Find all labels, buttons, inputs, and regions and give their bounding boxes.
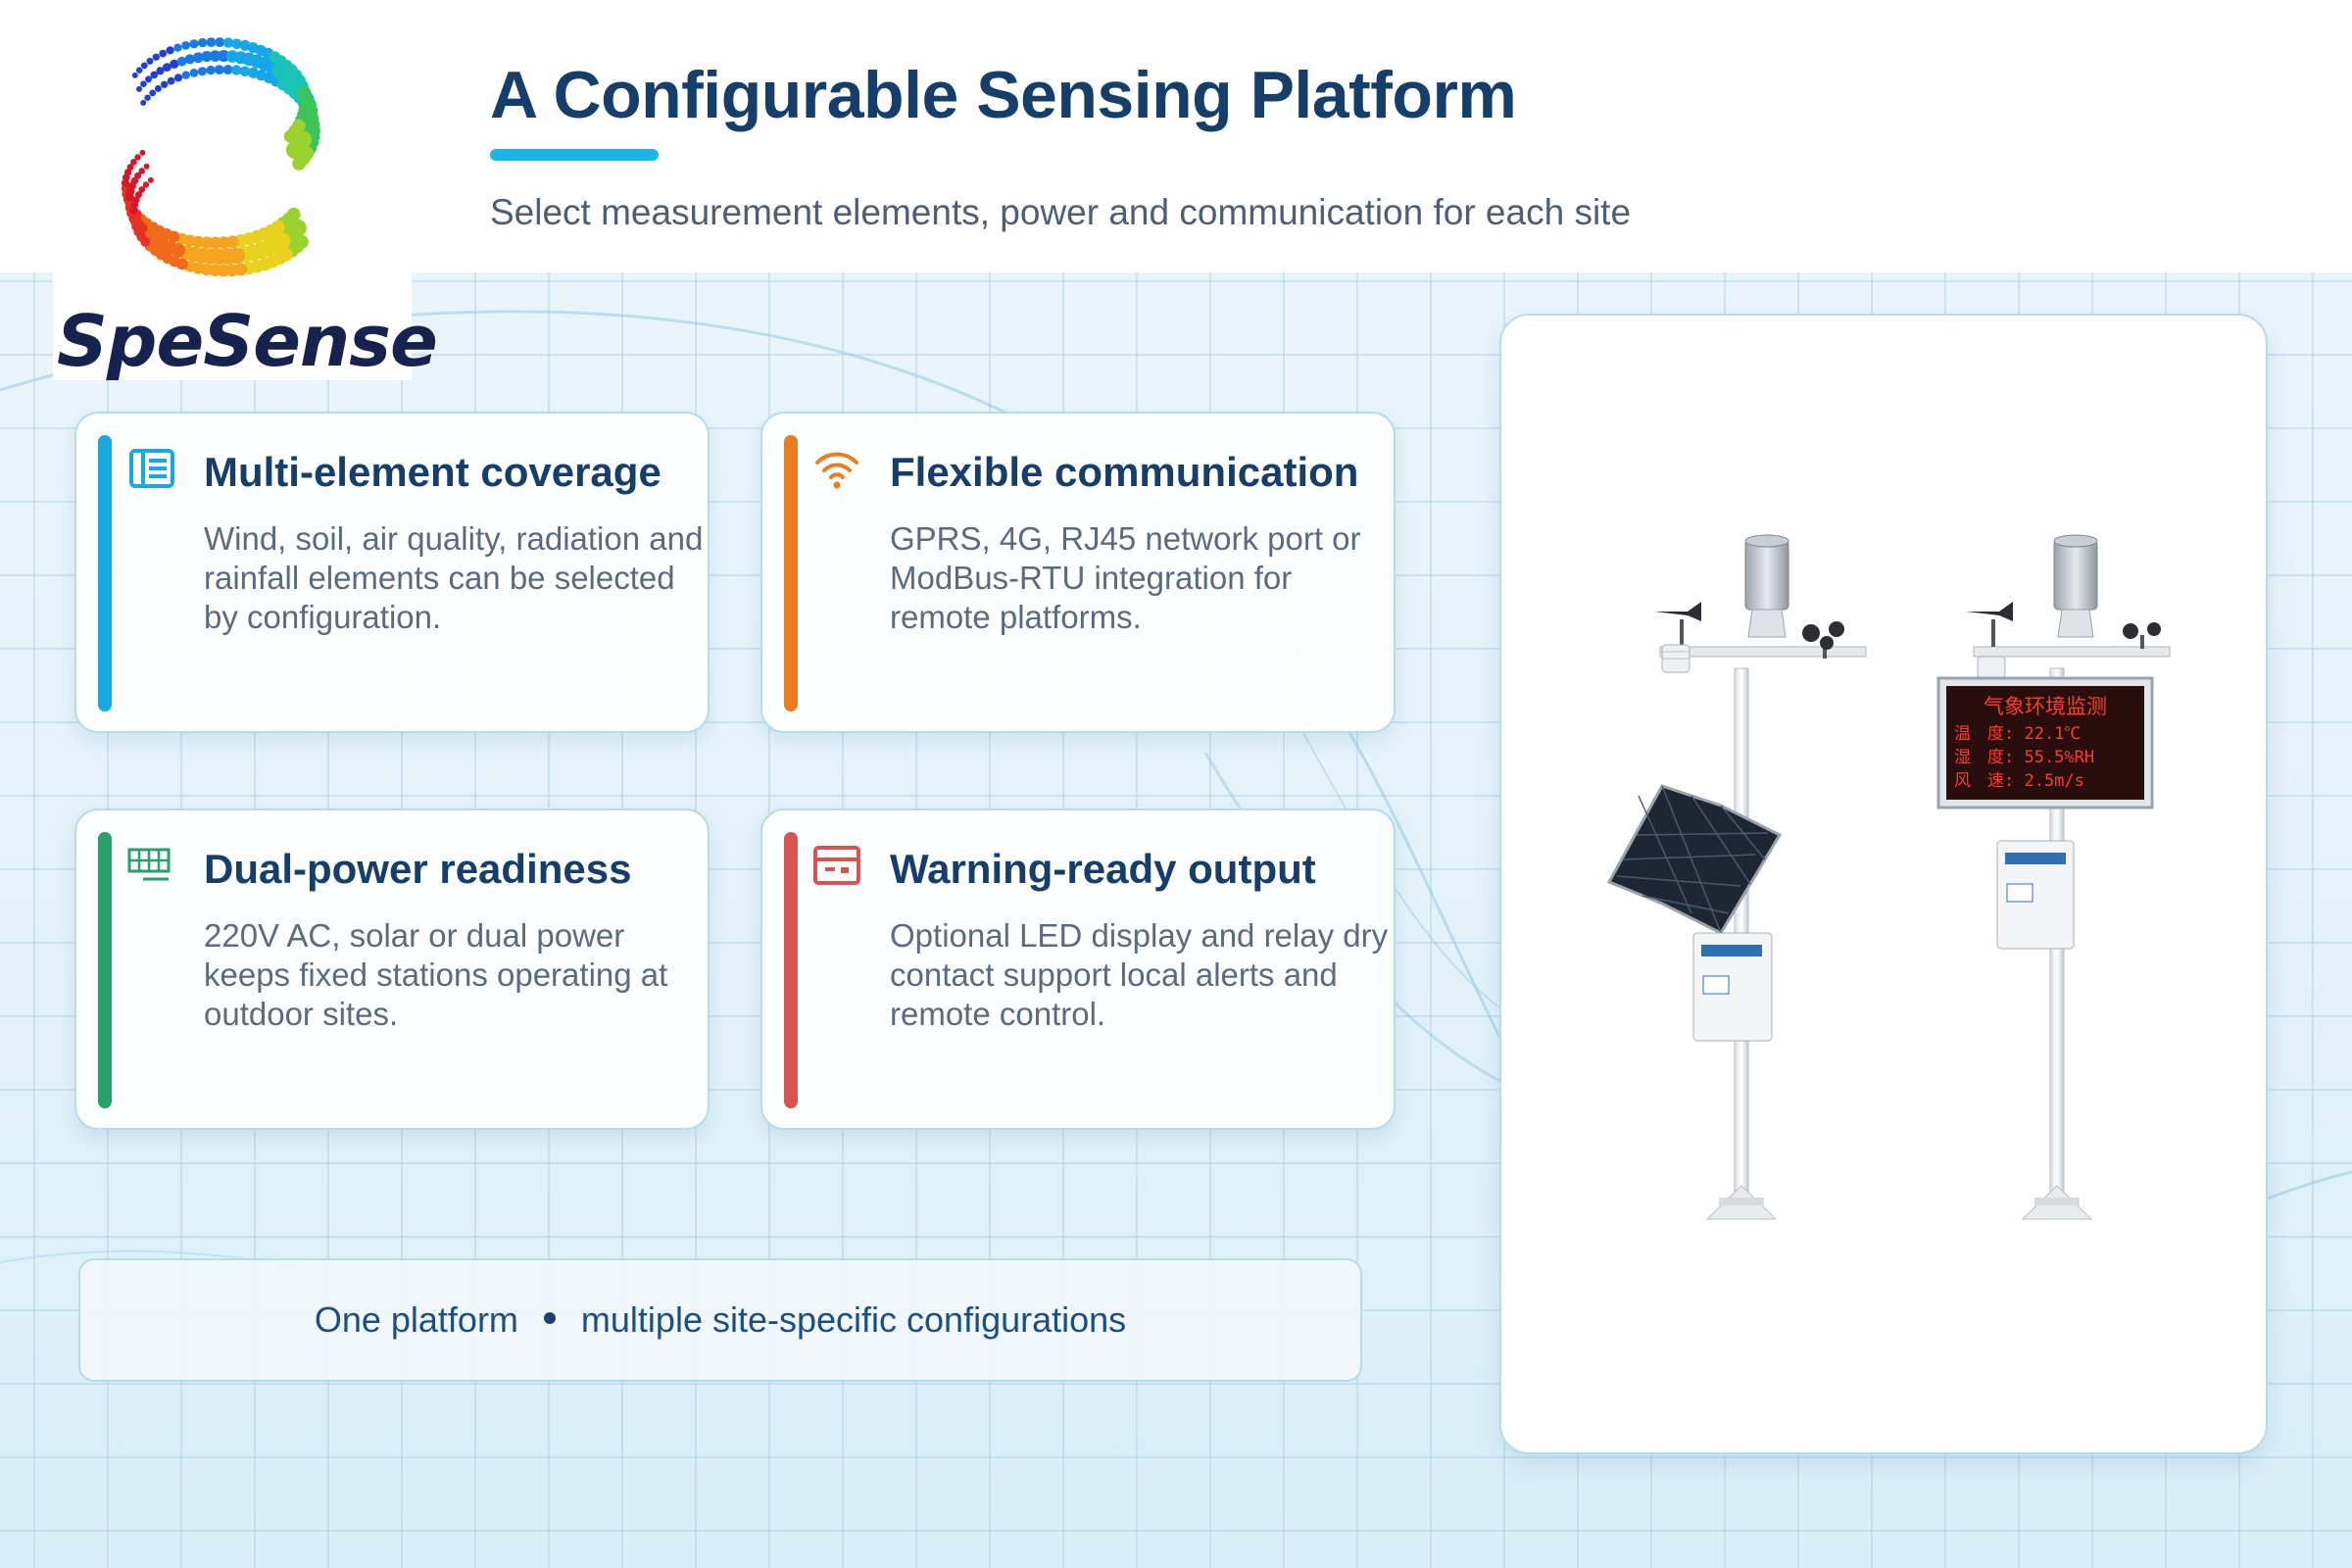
logo-dot xyxy=(132,196,140,204)
logo-dot xyxy=(143,163,150,170)
logo-dot xyxy=(173,43,182,52)
logo-dot xyxy=(217,264,230,277)
logo-dot xyxy=(145,75,152,83)
card-title: Dual-power readiness xyxy=(204,846,632,892)
card-accent-bar xyxy=(784,832,798,1108)
logo-dot xyxy=(173,74,183,82)
logo-dot xyxy=(239,66,251,77)
alarm-display-icon xyxy=(811,840,862,891)
list-icon xyxy=(125,443,176,494)
logo-dot xyxy=(161,80,169,88)
page-subtitle: Select measurement elements, power and c… xyxy=(490,192,1632,232)
led-line: 气象环境监测 xyxy=(1984,695,2107,718)
brand-logo: SpeSense xyxy=(53,33,438,382)
spesense-s-mark-icon xyxy=(121,37,320,277)
logo-dot xyxy=(138,168,145,174)
logo-dot xyxy=(198,37,208,48)
card-description: Wind, soil, air quality, radiation and r… xyxy=(204,520,704,635)
logo-dot xyxy=(285,141,304,159)
platform-summary-banner: One platform multiple site-specific conf… xyxy=(78,1258,1362,1382)
logo-dot xyxy=(166,46,174,55)
logo-dot xyxy=(149,89,157,97)
logo-dot xyxy=(231,65,242,75)
logo-dot xyxy=(154,84,162,92)
logo-dot xyxy=(283,129,298,143)
logo-dot xyxy=(144,94,151,101)
weather-station-illustration: 气象环境监测 温 度: 22.1℃ 湿 度: 55.5%RH 风 速: 2.5m… xyxy=(1593,521,2178,1247)
card-description: Optional LED display and relay dry conta… xyxy=(890,917,1389,1032)
logo-dot xyxy=(134,154,141,161)
card-title: Multi-element coverage xyxy=(204,449,662,495)
led-line: 湿 度: 55.5%RH xyxy=(1954,748,2094,767)
brand-wordmark: SpeSense xyxy=(57,300,438,382)
logo-dot xyxy=(197,67,207,76)
logo-dot xyxy=(147,176,154,183)
logo-dot xyxy=(176,56,187,67)
logo-dot xyxy=(206,37,217,47)
feature-card-communication: Flexible communication GPRS, 4G, RJ45 ne… xyxy=(760,412,1396,733)
logo-dot xyxy=(181,71,190,79)
solar-panel-icon xyxy=(125,840,176,891)
logo-dot xyxy=(123,169,132,176)
card-description: GPRS, 4G, RJ45 network port or ModBus-RT… xyxy=(890,520,1361,635)
logo-dot xyxy=(140,99,147,106)
logo-dot xyxy=(215,37,225,48)
led-line: 温 度: 22.1℃ xyxy=(1954,724,2081,744)
logo-dot xyxy=(167,76,175,85)
logo-dot xyxy=(138,186,146,193)
card-accent-bar xyxy=(784,435,798,711)
card-accent-bar xyxy=(98,435,112,711)
logo-dot xyxy=(209,236,222,250)
logo-dot xyxy=(150,71,158,79)
logo-dot xyxy=(156,67,165,75)
logo-dot xyxy=(209,50,221,62)
card-title: Warning-ready output xyxy=(890,846,1316,892)
logo-dot xyxy=(189,39,199,49)
logo-dot xyxy=(142,181,150,188)
logo-dot xyxy=(140,62,148,70)
bullet-separator-icon xyxy=(543,1312,556,1324)
logo-dot xyxy=(222,37,234,48)
feature-card-coverage: Multi-element coverage Wind, soil, air q… xyxy=(74,412,710,733)
logo-dot xyxy=(136,85,142,92)
logo-dot xyxy=(130,159,137,166)
logo-dot xyxy=(222,65,233,75)
card-description: 220V AC, solar or dual power keeps fixed… xyxy=(204,917,668,1032)
logo-dot xyxy=(292,157,306,171)
page-title: A Configurable Sensing Platform xyxy=(490,58,1517,132)
logo-dot xyxy=(126,164,134,172)
logo-dot xyxy=(134,172,142,179)
logo-dot xyxy=(159,49,168,58)
summary-left-text: One platform xyxy=(314,1299,518,1340)
logo-dot xyxy=(152,53,160,61)
logo-dot xyxy=(184,54,195,65)
card-title: Flexible communication xyxy=(890,449,1359,495)
logo-dot xyxy=(130,176,139,185)
logo-dot xyxy=(214,65,224,74)
logo-dot xyxy=(135,191,142,199)
feature-card-warning: Warning-ready output Optional LED displa… xyxy=(760,808,1396,1130)
logo-dot xyxy=(140,80,147,87)
logo-dot xyxy=(201,51,213,63)
solar-station xyxy=(1606,534,1867,1220)
wifi-icon xyxy=(811,443,862,494)
card-accent-bar xyxy=(98,832,112,1108)
logo-dot xyxy=(206,65,216,75)
led-display-station: 气象环境监测 温 度: 22.1℃ 湿 度: 55.5%RH 风 速: 2.5m… xyxy=(1936,534,2171,1220)
logo-dot xyxy=(170,59,179,69)
logo-dot xyxy=(189,69,199,77)
logo-dot xyxy=(146,57,154,65)
summary-right-text: multiple site-specific configurations xyxy=(580,1299,1127,1340)
led-line: 风 速: 2.5m/s xyxy=(1954,771,2084,791)
logo-dot xyxy=(231,38,242,50)
logo-dot xyxy=(139,149,146,156)
logo-dot xyxy=(181,41,191,50)
logo-dot xyxy=(163,63,172,72)
title-underline xyxy=(490,149,659,161)
feature-card-power: Dual-power readiness 220V AC, solar or d… xyxy=(74,808,710,1130)
logo-dot xyxy=(136,67,143,74)
logo-dot xyxy=(192,52,204,64)
logo-dot xyxy=(131,72,138,78)
